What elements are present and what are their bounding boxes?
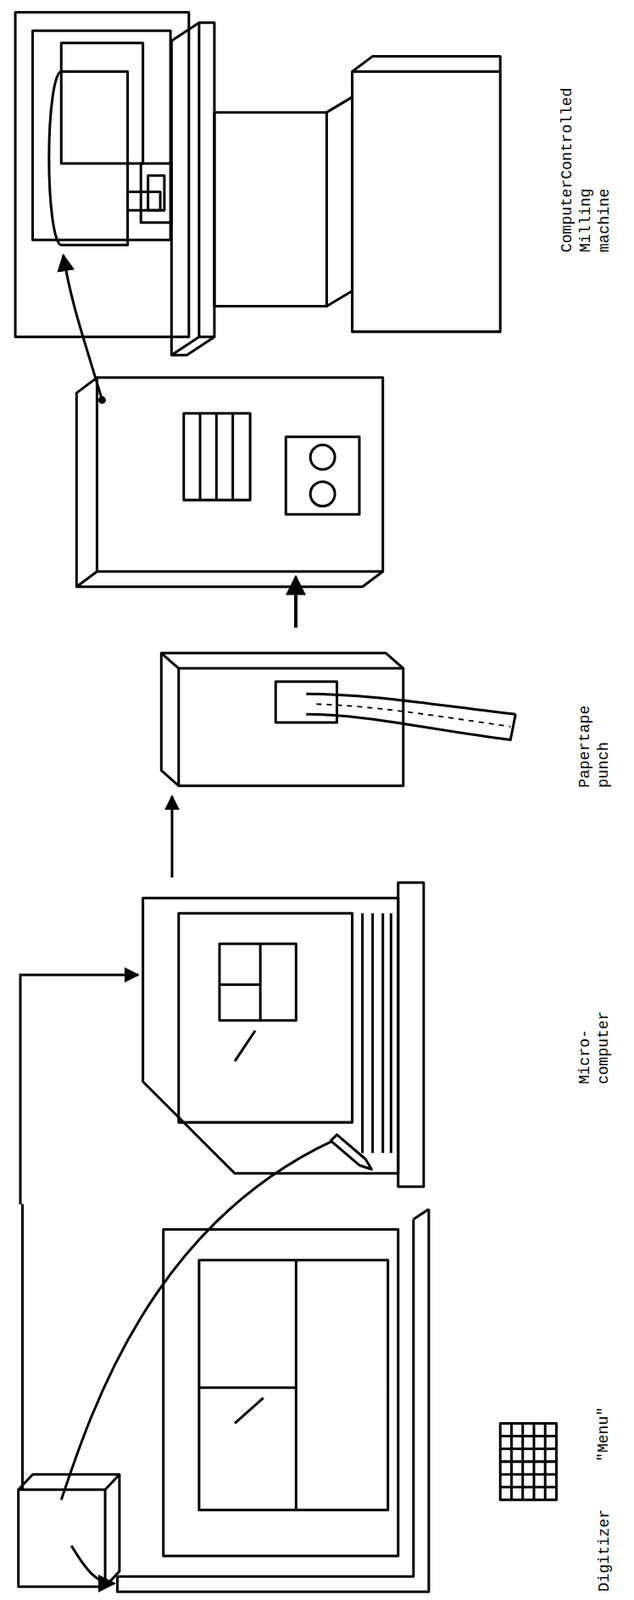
control-cabinet <box>76 378 383 588</box>
device-label: Micro-computer <box>575 957 613 1085</box>
digitizer-group: Digitizer <box>10 1205 619 1597</box>
cable-arrow <box>20 975 139 1206</box>
digitizer <box>18 1135 557 1594</box>
punch-group: Papertape punch <box>158 628 618 797</box>
micro-computer <box>143 883 424 1188</box>
papertape-punch <box>161 653 516 787</box>
menu-label: "Menu" <box>594 1407 613 1463</box>
device-label: Digitizer <box>595 1510 614 1593</box>
device-label: ComputerControlled Milling machine <box>557 125 614 253</box>
device-label: Papertape punch <box>575 661 613 789</box>
milling-group: ComputerControlled Milling machine <box>10 3 619 578</box>
cable-arrow <box>171 796 174 879</box>
computer-group: Micro-computer <box>138 878 618 1191</box>
milling-machine <box>15 12 501 404</box>
cable-arrow <box>294 577 298 629</box>
